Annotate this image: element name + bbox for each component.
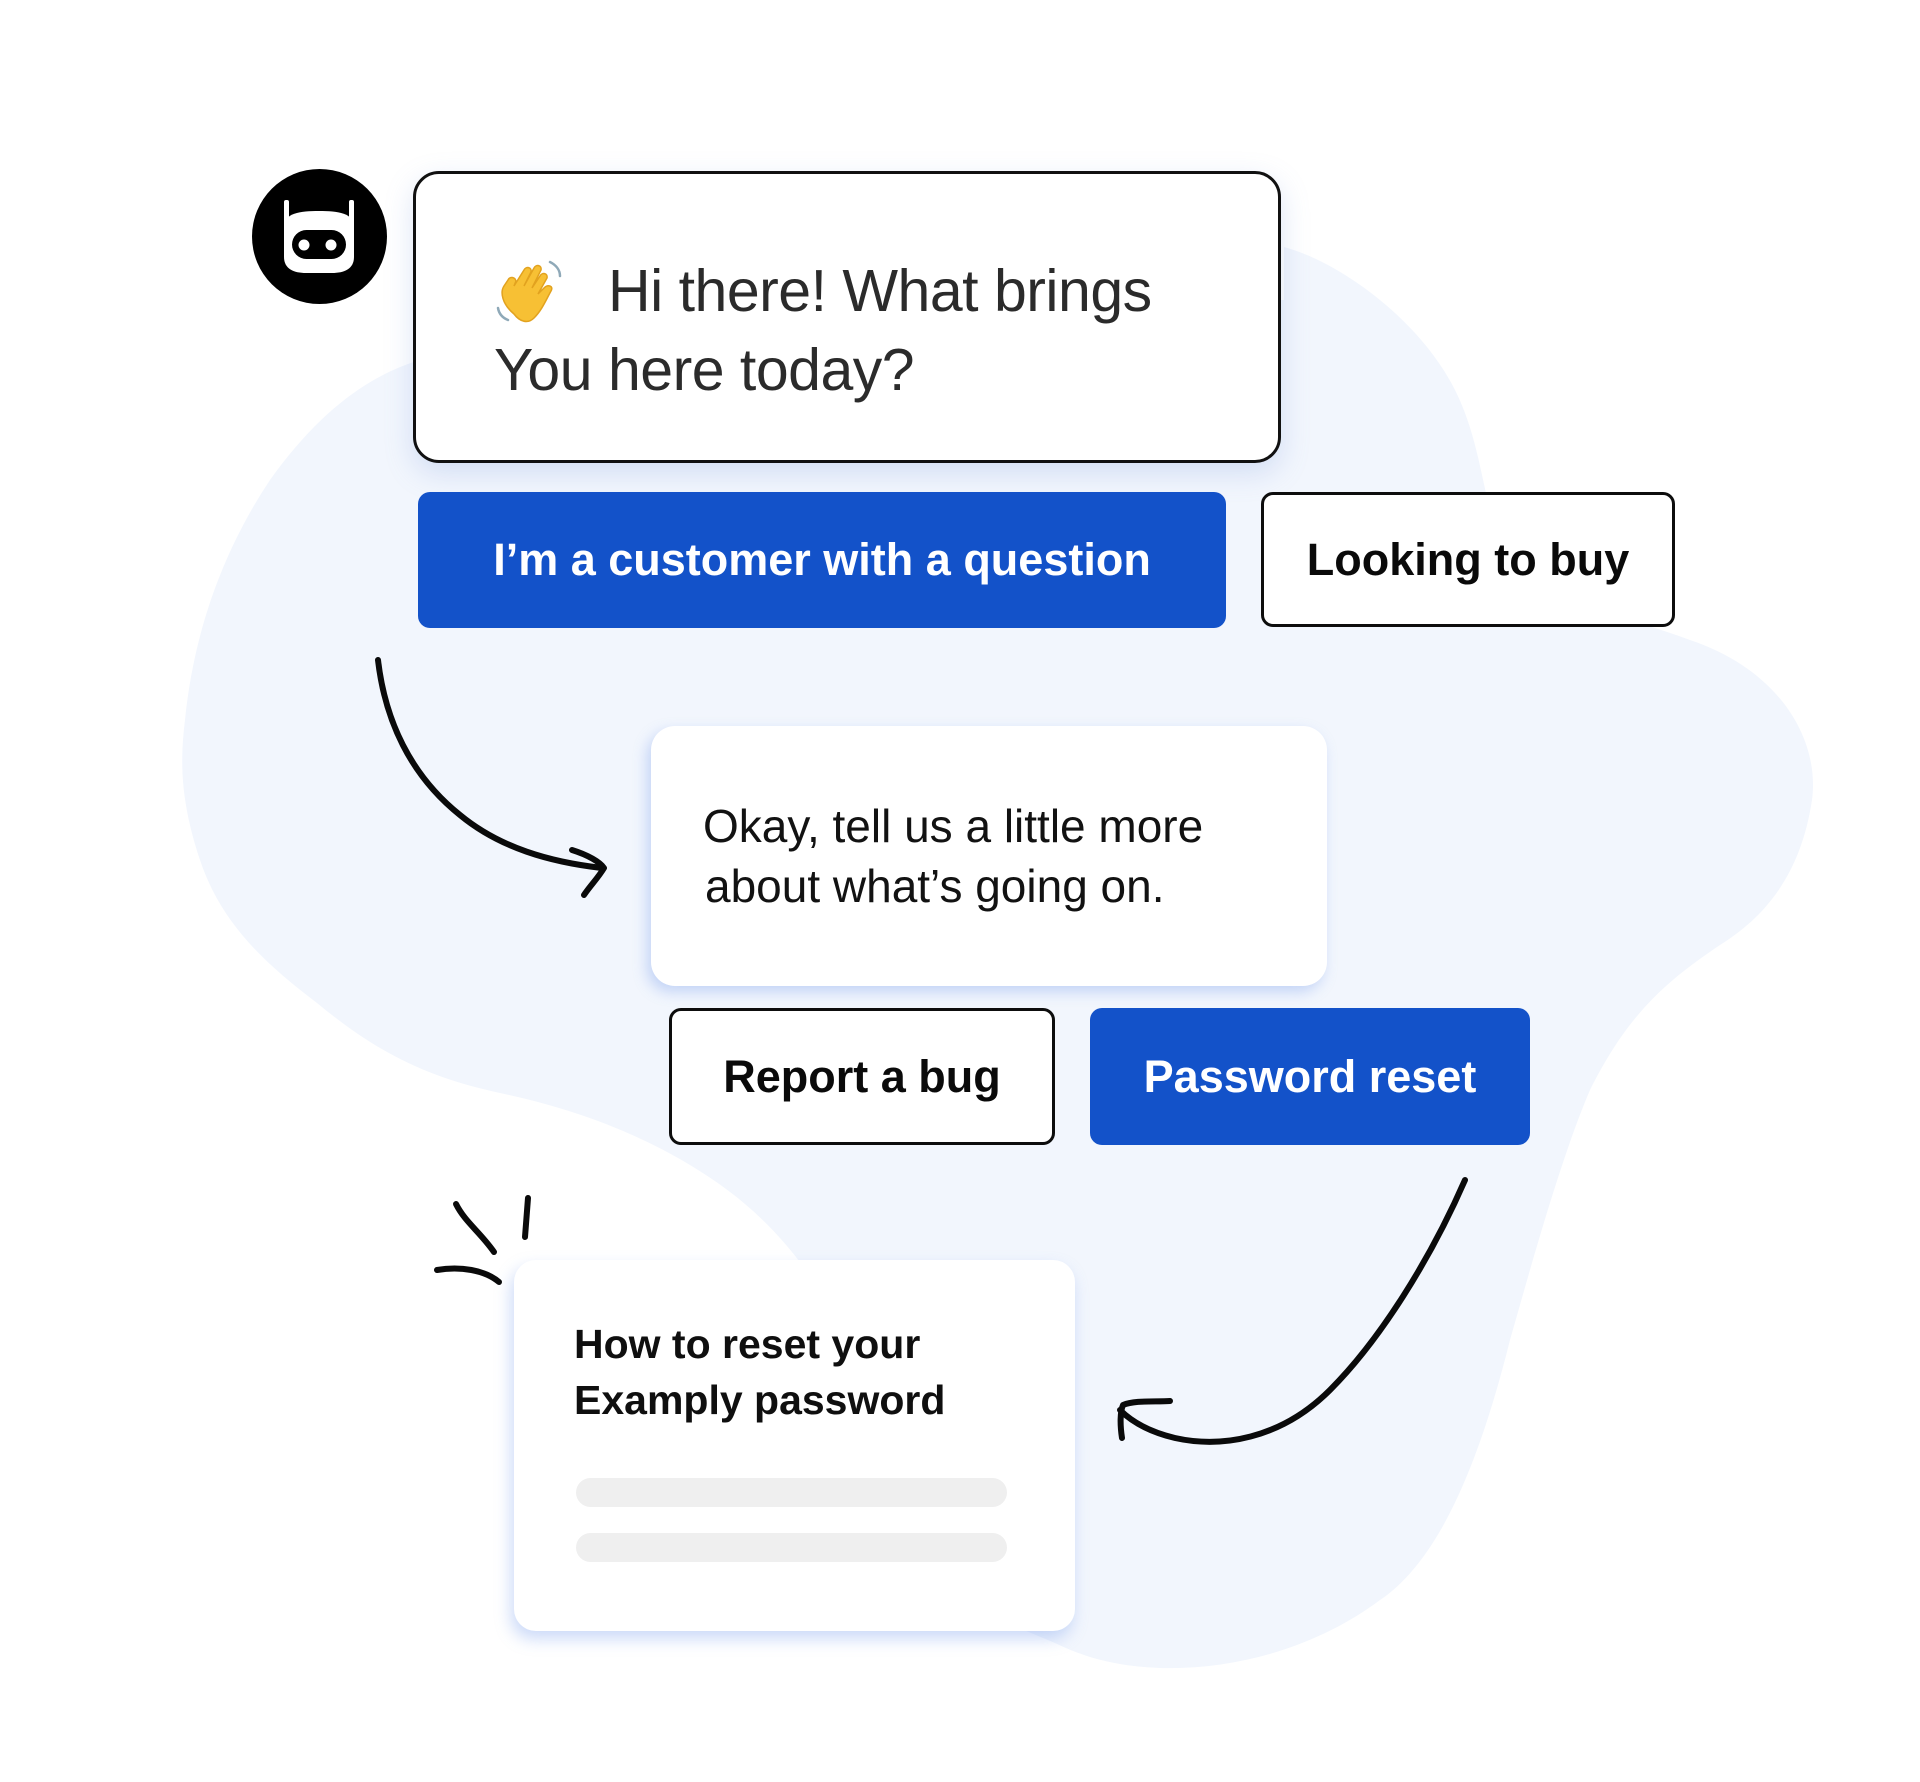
customer-question-button[interactable]: I’m a customer with a question xyxy=(418,492,1226,628)
follow-up-bubble: Okay, tell us a little more about what’s… xyxy=(651,726,1327,986)
greeting-line-1: Hi there! What brings xyxy=(608,258,1152,324)
greeting-line-2: You here today? xyxy=(494,337,915,403)
looking-to-buy-button[interactable]: Looking to buy xyxy=(1261,492,1675,627)
placeholder-line xyxy=(576,1478,1007,1507)
follow-up-line-2: about what’s going on. xyxy=(705,860,1165,912)
article-title-line-1: How to reset your xyxy=(574,1321,921,1367)
password-reset-button[interactable]: Password reset xyxy=(1090,1008,1530,1145)
article-card[interactable]: How to reset your Examply password xyxy=(514,1260,1075,1631)
waving-hand-icon xyxy=(496,260,562,323)
article-title: How to reset your Examply password xyxy=(574,1316,945,1428)
robot-icon xyxy=(284,200,354,273)
greeting-bubble: Hi there! What brings You here today? xyxy=(413,171,1281,463)
report-bug-button[interactable]: Report a bug xyxy=(669,1008,1055,1145)
bot-avatar xyxy=(252,169,387,304)
follow-up-line-1: Okay, tell us a little more xyxy=(703,800,1204,852)
article-title-line-2: Examply password xyxy=(574,1377,946,1423)
placeholder-line xyxy=(576,1533,1007,1562)
